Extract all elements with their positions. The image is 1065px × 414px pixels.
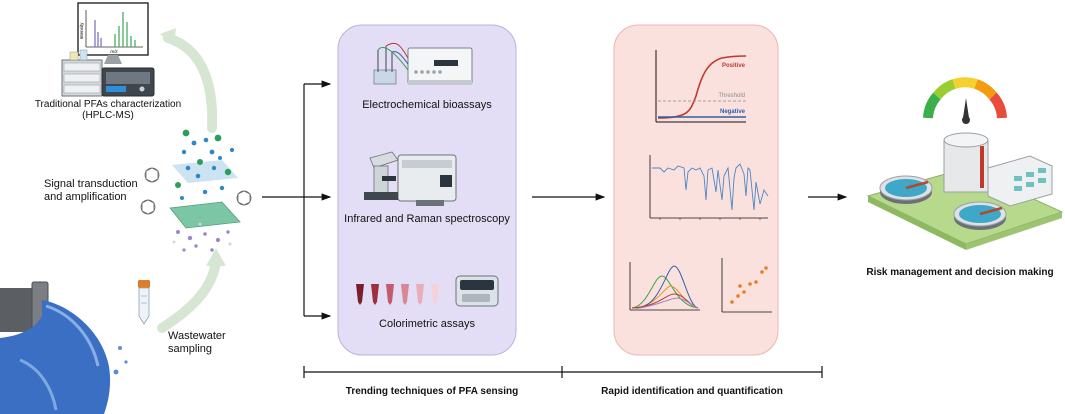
traditional-label-line2: (HPLC-MS) — [82, 110, 134, 121]
positive-curve — [657, 55, 747, 119]
signal-label-line1: Signal transduction — [44, 178, 138, 190]
colorimetric-assays-label: Colorimetric assays — [379, 318, 475, 330]
negative-label: Negative — [720, 109, 746, 115]
threshold-label: Threshold — [718, 93, 745, 99]
traditional-label-line1: Traditional PFAs characterization — [34, 99, 182, 110]
bottom-bracket — [303, 366, 823, 378]
mass-spec-xlabel: m/z — [110, 49, 118, 54]
calibration-scatter-chart — [721, 258, 772, 313]
wastewater-label-line1: Wastewater — [168, 330, 226, 342]
colorimetric-illustration — [356, 275, 499, 307]
wastewater-sampling-label: Wastewater sampling — [168, 330, 258, 356]
signal-transduction-illustration — [140, 129, 252, 252]
infrared-raman-label: Infrared and Raman spectroscopy — [344, 213, 510, 225]
positive-label: Positive — [722, 63, 746, 69]
treatment-plant-illustration — [866, 132, 1064, 250]
traditional-characterization-label: Traditional PFAs characterization (HPLC-… — [20, 99, 196, 121]
branch-connector-left — [262, 80, 332, 320]
risk-management-label: Risk management and decision making — [866, 267, 1054, 278]
spectroscopy-instrument-illustration — [364, 151, 457, 206]
amplification-curve-chart: Positive Threshold Negative — [655, 50, 747, 123]
wastewater-pipe-illustration — [0, 281, 128, 414]
mass-spectrum-plot: Intensity m/z — [79, 10, 143, 54]
hplc-ms-illustration: Intensity m/z — [61, 2, 155, 97]
mass-spec-ylabel: Intensity — [79, 22, 84, 40]
sample-tube-icon — [138, 280, 150, 325]
gaussian-peaks-chart — [629, 262, 700, 311]
rapid-identification-label: Rapid identification and quantification — [601, 386, 783, 397]
trending-techniques-label: Trending techniques of PFA sensing — [345, 386, 519, 397]
curved-arrow-up — [163, 33, 218, 133]
electrochemical-bioassays-label: Electrochemical bioassays — [362, 99, 492, 111]
signal-label-line2: and amplification — [44, 191, 127, 203]
signal-transduction-label: Signal transduction and amplification — [44, 178, 174, 204]
wastewater-label-line2: sampling — [168, 343, 213, 355]
spectrum-chart — [649, 155, 769, 220]
risk-gauge-icon — [923, 77, 1007, 124]
electrochemical-instrument-illustration — [373, 42, 473, 85]
curved-arrow-sampling — [157, 257, 221, 333]
panel-identification — [613, 24, 779, 356]
